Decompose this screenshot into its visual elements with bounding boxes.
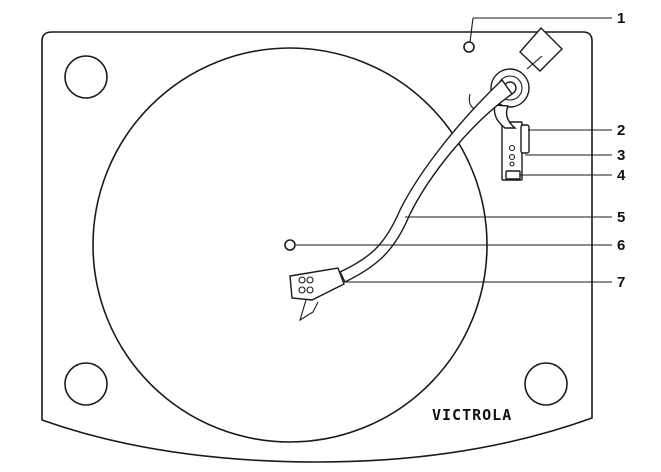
callout-3: 3 (617, 147, 625, 164)
callout-1: 1 (617, 10, 625, 27)
tonearm-rest (501, 121, 538, 181)
indicator-hole (463, 41, 475, 53)
foot-top-left (64, 55, 108, 99)
callout-2: 2 (617, 122, 625, 139)
spindle (284, 239, 296, 251)
brand-label: VICTROLA (432, 406, 512, 424)
callout-leaders (296, 17, 612, 283)
counterweight (519, 26, 563, 72)
callout-6: 6 (617, 237, 625, 254)
headshell (289, 267, 345, 322)
callout-4: 4 (617, 167, 626, 184)
callout-7: 7 (617, 274, 625, 291)
callout-5: 5 (617, 209, 625, 226)
turntable-base (41, 31, 593, 463)
foot-bottom-left (64, 362, 108, 406)
foot-bottom-right (524, 362, 568, 406)
